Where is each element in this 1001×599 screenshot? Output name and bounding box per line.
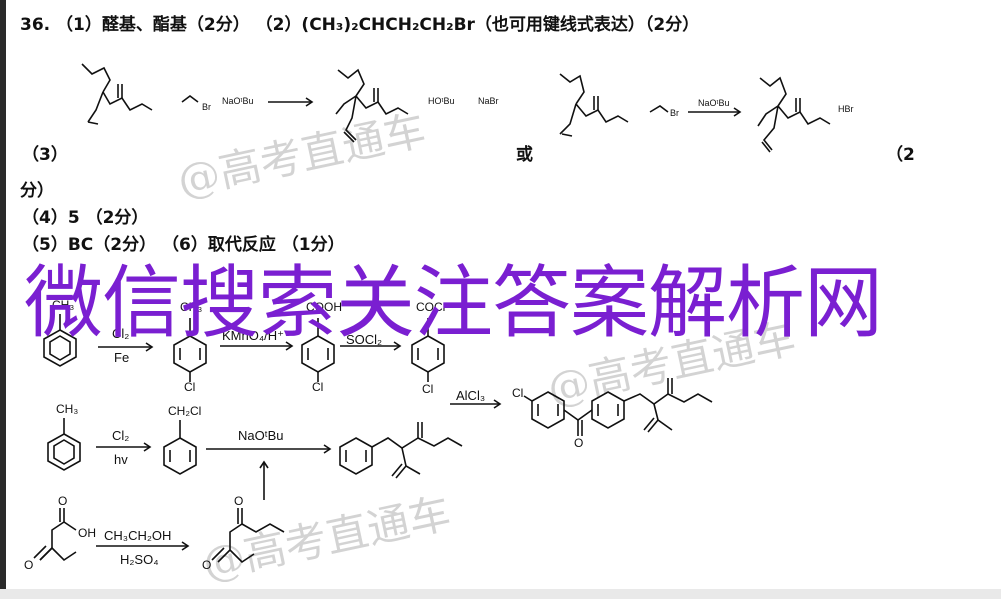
label-o-acid-1: O — [58, 494, 68, 508]
structure-reactant-b — [559, 73, 629, 137]
reagent-fe: Fe — [114, 350, 130, 365]
benzene-ring-toluene-1 — [43, 314, 77, 367]
reagent-naotbu-b: NaOᵗBu — [698, 98, 730, 108]
structure-product-a — [335, 68, 409, 143]
reagent-h2so4: H₂SO₄ — [120, 552, 159, 567]
label-oh-acid: OH — [78, 526, 96, 540]
structure-acetoacetic-acid — [33, 508, 77, 562]
page-edge — [0, 0, 6, 599]
reagent-br-b: Br — [670, 108, 679, 118]
reagent-alcl3: AlCl₃ — [456, 388, 486, 403]
part3-label: （3） — [22, 145, 68, 165]
structure-ethyl-acetoacetate — [211, 508, 285, 564]
label-ch3-start-1: CH₃ — [52, 298, 75, 312]
part4-answer: （4）5 （2分） — [22, 208, 149, 228]
product-nabr-a: NaBr — [478, 96, 499, 106]
reagent-cl2-hv: Cl₂ — [112, 428, 130, 443]
label-o-ester-1: O — [234, 494, 244, 508]
reagent-naotbu-row2: NaOᵗBu — [238, 428, 284, 443]
reagent-kmno4: KMnO₄/H⁺ — [222, 328, 285, 343]
structure-benzyl-ketoester — [339, 422, 463, 479]
label-ch3-int1: CH₃ — [180, 300, 203, 314]
structure-product-b — [757, 76, 831, 153]
reagent-hv: hv — [114, 452, 128, 467]
part3-score-open: （2 — [886, 145, 915, 165]
benzene-ring-benzyl-chloride — [163, 420, 197, 475]
benzene-ring-chlorotoluene — [173, 318, 207, 382]
promo-banner: 微信搜索关注答案解析网 — [24, 257, 883, 349]
benzene-ring-toluene-2 — [47, 418, 81, 471]
reagent-naotbu-a: NaOᵗBu — [222, 96, 254, 106]
structure-final-product — [523, 378, 713, 436]
reagent-socl2: SOCl₂ — [346, 332, 383, 347]
label-cooh: COOH — [306, 300, 342, 314]
label-ch2cl: CH₂Cl — [168, 404, 202, 418]
or-text: 或 — [516, 145, 533, 165]
reagent-br-a: Br — [202, 102, 211, 112]
label-o-acid-2: O — [24, 558, 34, 572]
label-o-ketone: O — [574, 436, 584, 450]
ethyl-chain-a — [181, 95, 199, 103]
label-cl-int3: Cl — [422, 382, 434, 396]
benzene-ring-chlorobenzoic-acid — [301, 318, 335, 382]
label-cl-product: Cl — [512, 386, 524, 400]
benzene-ring-acyl-chloride — [411, 318, 445, 382]
label-cl-int2: Cl — [312, 380, 324, 394]
label-o-ester-2: O — [202, 558, 212, 572]
q36-header: 36. （1）醛基、酯基（2分） （2）(CH₃)₂CHCH₂CH₂Br（也可用… — [20, 15, 700, 35]
product-hbr-b: HBr — [838, 104, 854, 114]
reagent-ethanol: CH₃CH₂OH — [104, 528, 172, 543]
product-hotbu-a: HOᵗBu — [428, 96, 455, 106]
ethyl-chain-b — [649, 105, 669, 113]
part3-score-close: 分） — [20, 181, 54, 201]
part5-6-answer: （5）BC（2分） （6）取代反应 （1分） — [22, 235, 345, 255]
label-ch3-start-2: CH₃ — [56, 402, 79, 416]
reagent-cl2-fe: Cl₂ — [112, 326, 130, 341]
page-bottom-edge — [0, 589, 1001, 599]
label-cl-int1: Cl — [184, 380, 196, 394]
structure-reactant-a — [81, 63, 153, 125]
label-cocl: COCl — [416, 300, 446, 314]
